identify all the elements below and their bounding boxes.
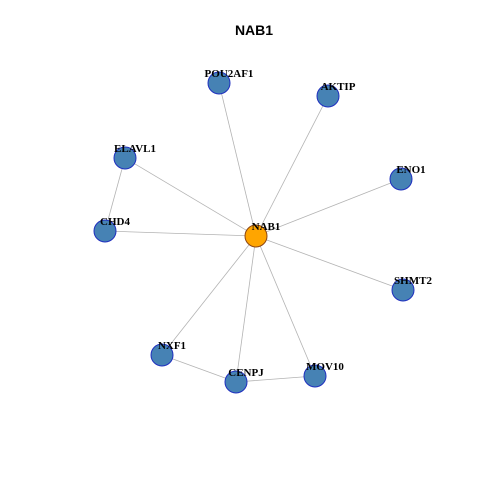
node-label-cenpj: CENPJ [228,367,264,379]
edge-nab1-cenpj [235,235,257,383]
nodes-layer [93,71,415,394]
node-cenpj [224,370,248,394]
edge-nab1-pou2af1 [218,82,257,237]
edges-layer [104,82,404,383]
node-aktip [316,84,340,108]
edge-nab1-mov10 [255,235,316,377]
node-label-nxf1: NXF1 [158,340,186,352]
edge-nab1-eno1 [255,178,402,237]
node-elavl1 [113,146,137,170]
graph-title: NAB1 [235,22,273,38]
edge-nab1-shmt2 [255,235,404,291]
edge-nab1-elavl1 [124,157,257,237]
node-eno1 [389,167,413,191]
node-mov10 [303,364,327,388]
node-nxf1 [150,343,174,367]
edge-nab1-nxf1 [161,235,257,356]
node-label-elavl1: ELAVL1 [114,143,156,155]
edge-cenpj-mov10 [235,375,316,383]
node-label-aktip: AKTIP [321,81,356,93]
edge-nab1-aktip [255,95,329,237]
node-shmt2 [391,278,415,302]
node-label-eno1: ENO1 [396,164,425,176]
edge-nab1-chd4 [104,230,257,237]
edge-elavl1-chd4 [104,157,126,232]
node-chd4 [93,219,117,243]
edge-nxf1-cenpj [161,354,237,383]
node-pou2af1 [207,71,231,95]
node-label-mov10: MOV10 [306,361,344,373]
node-label-shmt2: SHMT2 [394,275,432,287]
node-label-nab1: NAB1 [252,221,281,233]
node-label-chd4: CHD4 [100,216,130,228]
node-nab1 [244,224,268,248]
node-label-pou2af1: POU2AF1 [205,68,254,80]
